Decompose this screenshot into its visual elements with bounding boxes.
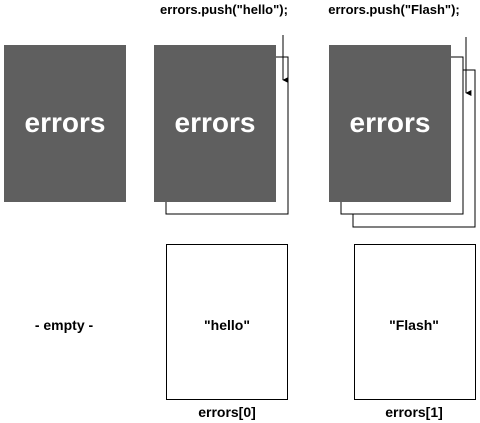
errors-label-1: errors: [24, 107, 106, 138]
slot-index-1: errors[1]: [385, 404, 443, 420]
errors-block-3: [329, 45, 451, 202]
push-code-hello: errors.push("hello");: [160, 2, 288, 17]
slot-value-flash: "Flash": [389, 317, 439, 333]
empty-label: - empty -: [34, 317, 94, 333]
errors-block-2: [154, 45, 276, 202]
slot-index-0: errors[0]: [198, 404, 256, 420]
errors-block-1: [4, 45, 126, 202]
array-slot-0: [166, 244, 288, 400]
slot-value-hello: "hello": [204, 317, 250, 333]
errors-label-3: errors: [349, 107, 431, 138]
array-slot-1: [354, 244, 476, 400]
errors-label-2: errors: [174, 107, 256, 138]
push-code-flash: errors.push("Flash");: [328, 2, 460, 17]
